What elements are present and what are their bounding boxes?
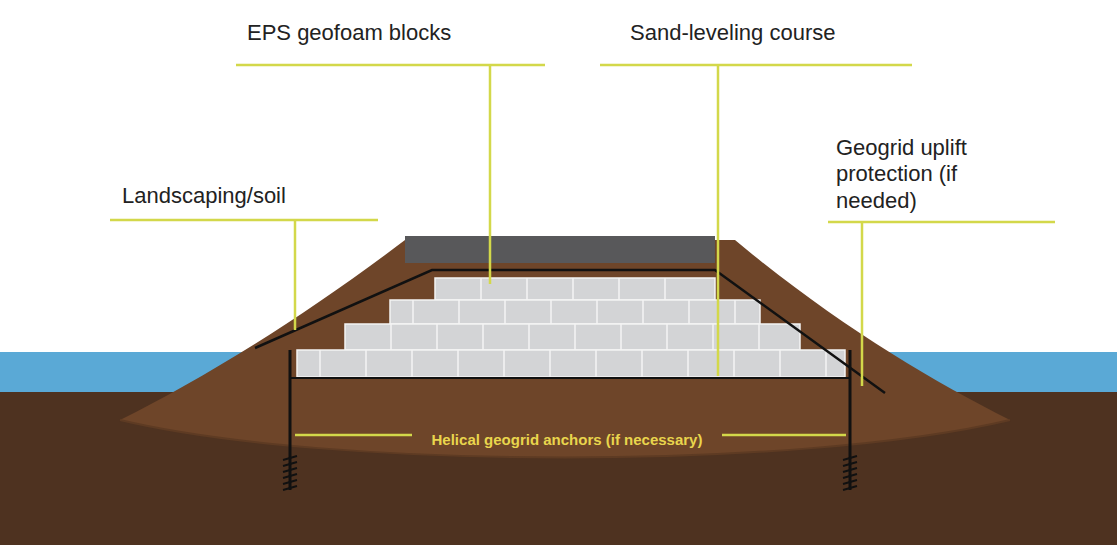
helix-plate (843, 456, 857, 460)
block-joint (642, 300, 644, 324)
block-joint (595, 350, 597, 377)
geofoam-row (297, 350, 845, 377)
block-joint (712, 324, 714, 350)
block-joint (526, 278, 528, 300)
part-label: Geogrid uplift protection (if needed) (836, 135, 1036, 214)
block-joint (549, 350, 551, 377)
geofoam-row (345, 324, 800, 350)
block-joint (734, 300, 736, 324)
helix-plate (843, 480, 857, 484)
block-joint (528, 324, 530, 350)
block-joint (618, 278, 620, 300)
block-joint (758, 324, 760, 350)
block-joint (664, 278, 666, 300)
block-joint (480, 278, 482, 300)
block-joint (572, 278, 574, 300)
sand-leveling-line (290, 377, 850, 379)
part-label: Landscaping/soil (122, 183, 286, 209)
anchor-helix (283, 456, 857, 490)
geofoam-row (435, 278, 715, 300)
part-label: EPS geofoam blocks (247, 20, 451, 46)
block-joint (365, 350, 367, 377)
helix-plate (283, 468, 297, 472)
block-joint (504, 300, 506, 324)
block-joint (779, 350, 781, 377)
part-label: Sand-leveling course (630, 20, 835, 46)
block-joint (503, 350, 505, 377)
block-joint (687, 350, 689, 377)
embankment-soil (120, 240, 1010, 458)
helix-plate (843, 486, 857, 490)
pavement-slab (405, 236, 715, 263)
block-joint (436, 324, 438, 350)
block-joint (825, 350, 827, 377)
block-joint (620, 324, 622, 350)
helix-plate (283, 456, 297, 460)
helix-plate (283, 474, 297, 478)
helix-plate (283, 486, 297, 490)
helix-plate (283, 480, 297, 484)
helix-plate (283, 462, 297, 466)
block-joint (688, 300, 690, 324)
block-joint (596, 300, 598, 324)
helix-plate (843, 462, 857, 466)
geofoam-row (390, 300, 760, 324)
leader-lines (110, 65, 1055, 435)
block-joint (641, 350, 643, 377)
block-joint (457, 350, 459, 377)
helix-plate (843, 468, 857, 472)
helix-plate (843, 474, 857, 478)
block-joint (411, 350, 413, 377)
block-joint (412, 300, 414, 324)
part-label: Helical geogrid anchors (if necessary) (432, 431, 703, 449)
block-joint (574, 324, 576, 350)
block-joint (482, 324, 484, 350)
basin-line (120, 420, 1010, 458)
block-joint (666, 324, 668, 350)
block-joint (458, 300, 460, 324)
block-joint (390, 324, 392, 350)
block-joint (733, 350, 735, 377)
block-joint (319, 350, 321, 377)
block-joint (550, 300, 552, 324)
geogrid (255, 270, 885, 393)
